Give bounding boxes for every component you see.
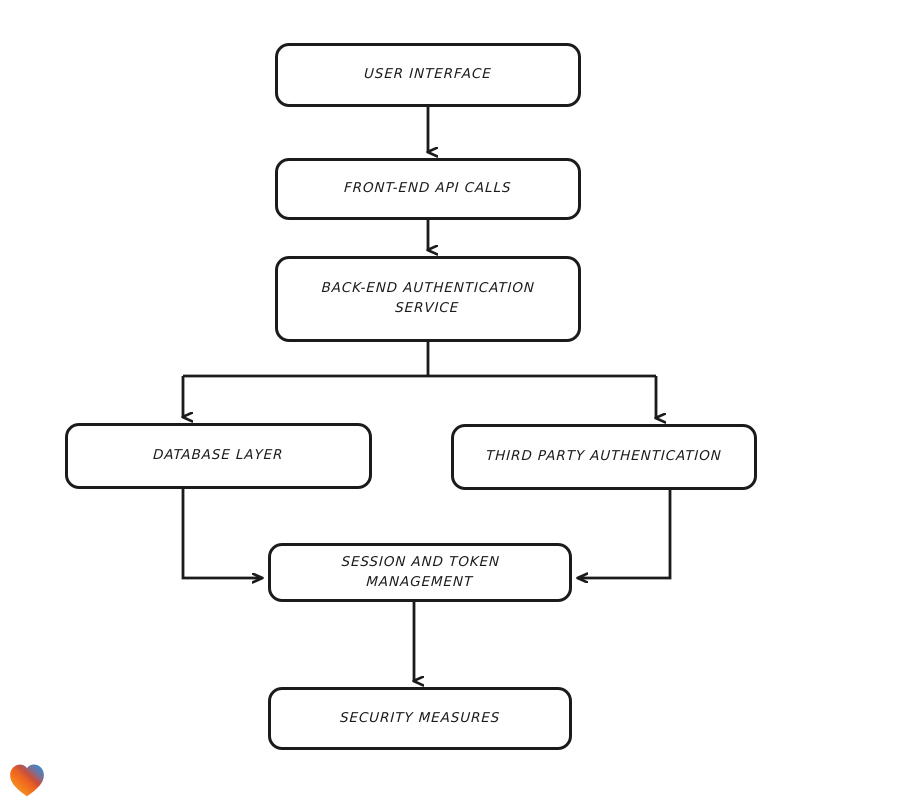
node-security-measures[interactable]: Security Measures (268, 687, 572, 750)
node-session-token-management-label: Session and Token Management (340, 553, 501, 590)
heart-icon (10, 764, 44, 797)
node-user-interface[interactable]: User Interface (275, 43, 581, 107)
edge-database-to-session (181, 489, 262, 578)
node-user-interface-label: User Interface (363, 66, 493, 83)
node-session-token-management[interactable]: Session and Token Management (268, 543, 572, 602)
node-database-layer[interactable]: Database Layer (65, 423, 372, 489)
node-security-measures-label: Security Measures (339, 709, 501, 726)
node-frontend-api-calls[interactable]: Front-End API Calls (275, 158, 581, 220)
node-backend-auth-service-label: Back-End Authentication Service (321, 280, 536, 316)
node-third-party-auth[interactable]: Third Party Authentication (451, 424, 757, 490)
node-third-party-auth-label: Third Party Authentication (485, 448, 723, 465)
node-frontend-api-calls-label: Front-End API Calls (343, 180, 513, 197)
node-backend-auth-service[interactable]: Back-End Authentication Service (275, 256, 581, 342)
node-database-layer-label: Database Layer (152, 447, 285, 464)
edge-third-party-to-session (578, 490, 672, 578)
